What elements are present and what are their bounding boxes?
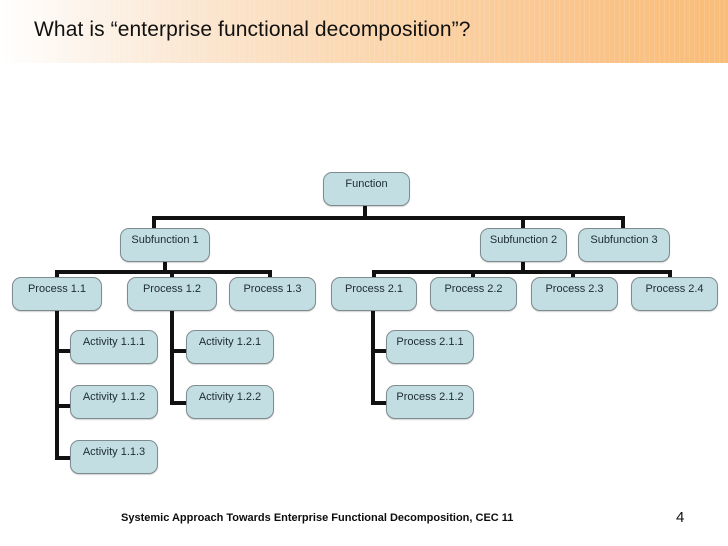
node-process12[interactable]: Process 1.2	[127, 277, 217, 311]
connector-process11-trunk	[55, 309, 59, 460]
node-function[interactable]: Function	[323, 172, 410, 206]
connector-activity113-stub	[55, 456, 75, 460]
node-process24[interactable]: Process 2.4	[631, 277, 718, 311]
connector-subfunction3-drop	[621, 216, 625, 230]
node-label: Activity 1.1.3	[82, 446, 146, 458]
node-label: Activity 1.2.2	[198, 391, 262, 403]
connector-subfunction2-drop	[521, 216, 525, 230]
connector-function-stem	[363, 206, 367, 220]
node-label: Subfunction 2	[489, 234, 558, 246]
connector-activity122-stub	[170, 401, 190, 405]
node-activity112[interactable]: Activity 1.1.2	[70, 385, 158, 419]
connector-process212-stub	[371, 401, 391, 405]
node-process212[interactable]: Process 2.1.2	[386, 385, 474, 419]
node-label: Function	[345, 178, 388, 190]
node-label: Subfunction 1	[131, 234, 199, 246]
connector-process12-drop	[170, 270, 174, 279]
connector-subfunction1-stem	[163, 262, 167, 274]
connector-activity121-stub	[170, 349, 190, 353]
connector-subfunction2-stem	[521, 262, 525, 274]
page-title: What is “enterprise functional decomposi…	[34, 18, 471, 41]
node-label: Process 2.4	[645, 283, 704, 295]
node-process22[interactable]: Process 2.2	[430, 277, 517, 311]
connector-process22-drop	[471, 270, 475, 279]
connector-process13-drop	[268, 270, 272, 279]
connector-subfunction1-drop	[152, 216, 156, 230]
node-activity111[interactable]: Activity 1.1.1	[70, 330, 158, 364]
node-label: Process 1.3	[243, 283, 302, 295]
node-process21[interactable]: Process 2.1	[331, 277, 417, 311]
node-activity121[interactable]: Activity 1.2.1	[186, 330, 274, 364]
node-label: Process 1.2	[142, 283, 202, 295]
node-label: Process 2.1	[344, 283, 404, 295]
connector-level2-right-bus	[372, 270, 672, 274]
node-label: Process 2.2	[444, 283, 503, 295]
connector-level1-bus	[152, 216, 625, 220]
node-process11[interactable]: Process 1.1	[12, 277, 102, 311]
node-process211[interactable]: Process 2.1.1	[386, 330, 474, 364]
node-label: Activity 1.2.1	[198, 336, 262, 348]
footer-note: Systemic Approach Towards Enterprise Fun…	[121, 512, 514, 524]
node-process23[interactable]: Process 2.3	[531, 277, 618, 311]
connector-process21-trunk	[371, 309, 375, 405]
node-label: Process 1.1	[27, 283, 87, 295]
connector-level2-left-bus	[55, 270, 272, 274]
node-label: Process 2.1.1	[396, 336, 464, 348]
node-subfunction3[interactable]: Subfunction 3	[578, 228, 670, 262]
node-subfunction2[interactable]: Subfunction 2	[480, 228, 567, 262]
connector-activity112-stub	[55, 404, 75, 408]
node-subfunction1[interactable]: Subfunction 1	[120, 228, 210, 262]
connector-process21-drop	[372, 270, 376, 279]
node-label: Activity 1.1.2	[82, 391, 146, 403]
node-process13[interactable]: Process 1.3	[229, 277, 316, 311]
connector-process23-drop	[571, 270, 575, 279]
node-label: Process 2.1.2	[396, 391, 464, 403]
connector-process211-stub	[371, 349, 391, 353]
connector-process12-trunk	[170, 309, 174, 405]
node-label: Process 2.3	[545, 283, 604, 295]
connector-activity111-stub	[55, 349, 75, 353]
page-number: 4	[676, 509, 685, 526]
connector-process11-drop	[55, 270, 59, 279]
node-label: Subfunction 3	[590, 234, 658, 246]
node-activity122[interactable]: Activity 1.2.2	[186, 385, 274, 419]
node-label: Activity 1.1.1	[82, 336, 146, 348]
node-activity113[interactable]: Activity 1.1.3	[70, 440, 158, 474]
connector-process24-drop	[668, 270, 672, 279]
